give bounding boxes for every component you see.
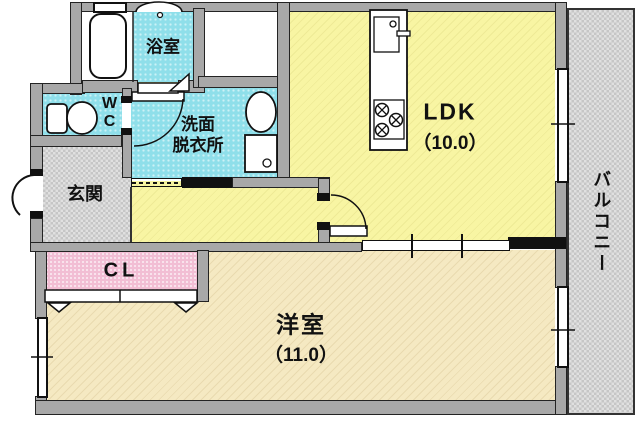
window-western-balcony bbox=[557, 286, 569, 368]
balcony-label: バルコニー bbox=[591, 169, 612, 275]
toilet-tank-icon bbox=[46, 103, 68, 134]
ldk-door-leaf bbox=[329, 225, 368, 237]
bathroom-label: 浴室 bbox=[146, 37, 180, 57]
entrance-door-hinge-top bbox=[30, 169, 43, 176]
wall-closet-right bbox=[197, 250, 209, 302]
bathtub-icon bbox=[89, 13, 127, 79]
closet-label: CL bbox=[103, 259, 139, 282]
ldk-door-hinge-top bbox=[317, 193, 330, 201]
shoe-cabinet bbox=[182, 177, 232, 188]
entrance-label: 玄関 bbox=[67, 183, 103, 204]
bath-counter-icon bbox=[135, 1, 183, 13]
stove-burners bbox=[374, 102, 404, 138]
partition-black-segment bbox=[508, 237, 566, 249]
wash-basin-icon bbox=[245, 91, 277, 133]
kitchen-faucet-icon bbox=[389, 20, 397, 28]
sliding-door-ldk-western bbox=[362, 240, 510, 251]
entrance-door-arc bbox=[11, 174, 35, 216]
closet-floor bbox=[45, 252, 197, 290]
wall-bath-left bbox=[70, 2, 82, 95]
western-room-size-label: （11.0） bbox=[264, 345, 338, 367]
window-ldk-balcony bbox=[557, 68, 569, 183]
ldk-label: LDK bbox=[423, 98, 477, 125]
wall-hall-cl-divider bbox=[30, 242, 362, 252]
kitchen-faucet-handle bbox=[396, 30, 411, 37]
washroom-label-line1: 洗面 bbox=[181, 114, 215, 134]
balcony-floor bbox=[567, 8, 635, 415]
ldk-size-label: （10.0） bbox=[412, 133, 488, 155]
wall-wc-bottom bbox=[30, 135, 122, 147]
closet-door-notch-left bbox=[45, 302, 73, 313]
bath-faucet-icon bbox=[156, 11, 164, 19]
washroom-door-arc bbox=[133, 98, 184, 147]
closet-folding-door bbox=[44, 289, 198, 303]
closet-door-notch-right bbox=[172, 302, 200, 313]
washroom-label-line2: 脱衣所 bbox=[172, 136, 224, 155]
sliding-door-washroom bbox=[131, 178, 182, 187]
bathroom-floor bbox=[133, 12, 193, 82]
ldk-door-hinge-bottom bbox=[317, 222, 330, 230]
entrance-step-line bbox=[130, 187, 132, 242]
storage-room-floor bbox=[205, 12, 277, 78]
wc-label: WC bbox=[101, 95, 118, 131]
toilet-bowl-icon bbox=[66, 101, 98, 135]
ldk-door-arc bbox=[330, 194, 367, 230]
washing-machine-icon bbox=[244, 134, 278, 173]
washing-machine-dial bbox=[262, 158, 272, 168]
entrance-door-hinge-bottom bbox=[30, 211, 43, 218]
entrance-floor bbox=[43, 147, 131, 242]
washroom-label: 洗面 脱衣所 bbox=[173, 114, 224, 157]
bathroom-door-corner bbox=[168, 72, 190, 92]
western-room-label: 洋室 bbox=[276, 311, 326, 338]
washroom-door-hinge-top bbox=[121, 96, 132, 103]
washroom-door-hinge-bottom bbox=[121, 128, 132, 135]
window-bath-top bbox=[93, 2, 127, 13]
